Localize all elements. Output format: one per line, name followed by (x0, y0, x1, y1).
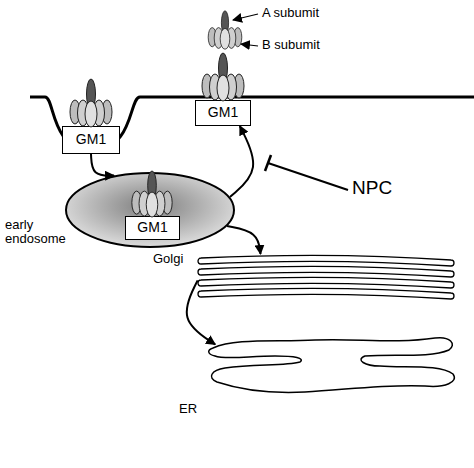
part-label: A subumit (262, 6, 319, 20)
golgi-cisterna (198, 288, 454, 299)
inhibition-bar (265, 155, 271, 171)
inhibition-line (268, 163, 348, 190)
connector-layer (91, 126, 261, 344)
leader-arrow (233, 14, 258, 20)
cholera-toxin (202, 53, 244, 101)
part-label: B subumit (262, 38, 320, 52)
er-membrane (209, 338, 455, 393)
transport-arrow (91, 154, 114, 176)
golgi-cisterna (198, 277, 454, 288)
er-compartment: ER (205, 330, 460, 402)
receptor-box: GM1 (195, 100, 251, 126)
compartment-label: Golgi (153, 252, 193, 266)
compartment-label: early endosome (5, 218, 65, 247)
endosome-membrane (66, 173, 234, 247)
golgi-cisterna (198, 266, 454, 277)
cholera-toxin (132, 171, 172, 217)
cholera-toxin (208, 11, 242, 49)
transport-arrow (187, 280, 215, 344)
endosome-compartment: early endosomeGM1 (65, 172, 235, 248)
er-outline (205, 330, 460, 402)
leader-arrow (241, 44, 258, 46)
compartment-label: ER (179, 402, 203, 416)
receptor-box: GM1 (62, 126, 120, 154)
receptor-label: GM1 (76, 132, 106, 147)
golgi-cisterna (198, 255, 454, 266)
golgi-outline (195, 254, 457, 302)
cholera-toxin (70, 79, 112, 127)
inhibitor-label: NPC (352, 178, 392, 199)
transport-arrow (230, 126, 253, 197)
plasma-membrane (30, 97, 474, 150)
transport-arrow (227, 226, 260, 254)
golgi-stack: Golgi (195, 254, 457, 302)
receptor-label: GM1 (208, 105, 238, 120)
receptor-box: GM1 (125, 216, 180, 240)
receptor-label: GM1 (137, 220, 167, 235)
